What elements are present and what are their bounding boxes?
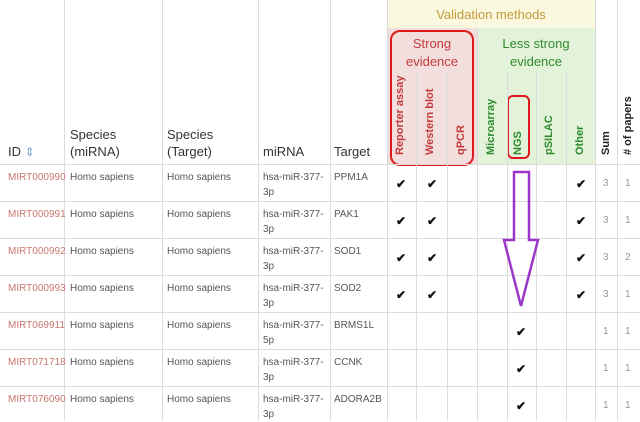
row-mirna: hsa-miR-377-5p: [263, 320, 324, 346]
row-species-target: Homo sapiens: [167, 246, 231, 257]
row-mirna: hsa-miR-377-3p: [263, 357, 324, 383]
row-species-mirna: Homo sapiens: [70, 357, 134, 368]
row-species-target: Homo sapiens: [167, 283, 231, 294]
row-id-link[interactable]: MIRT000992: [8, 246, 66, 257]
row-id-link[interactable]: MIRT000993: [8, 283, 66, 294]
row-papers: 1: [625, 289, 631, 300]
row-species-mirna: Homo sapiens: [70, 320, 134, 331]
row-sum: 1: [603, 400, 609, 411]
check-icon: ✔: [396, 214, 407, 228]
row-species-target: Homo sapiens: [167, 357, 231, 368]
validation-methods-title: Validation methods: [436, 7, 546, 22]
ngs-highlight: [507, 95, 530, 159]
row-target: SOD1: [334, 246, 362, 257]
sort-icon[interactable]: ⇕: [24, 145, 35, 159]
row-species-mirna: Homo sapiens: [70, 172, 134, 183]
row-id-link[interactable]: MIRT069911: [8, 320, 65, 331]
check-icon: ✔: [516, 362, 527, 376]
row-target: SOD2: [334, 283, 362, 294]
check-icon: ✔: [576, 177, 587, 191]
row-sum: 3: [603, 178, 609, 189]
row-species-target: Homo sapiens: [167, 394, 231, 405]
column-target: Target: [334, 144, 371, 159]
row-species-mirna: Homo sapiens: [70, 246, 134, 257]
row-sum: 1: [603, 363, 609, 374]
strong-evidence-title: Strong evidence: [405, 36, 459, 69]
row-papers: 1: [625, 326, 631, 337]
row-target: CCNK: [334, 357, 363, 368]
row-id-link[interactable]: MIRT076090: [8, 394, 66, 405]
row-species-mirna: Homo sapiens: [70, 209, 134, 220]
row-papers: 1: [625, 215, 631, 226]
check-icon: ✔: [516, 399, 527, 413]
check-icon: ✔: [427, 177, 438, 191]
check-icon: ✔: [427, 251, 438, 265]
strong-evidence-highlight: [390, 30, 474, 166]
row-papers: 1: [625, 363, 631, 374]
row-id-link[interactable]: MIRT000990: [8, 172, 66, 183]
column-id[interactable]: ID ⇕: [8, 143, 35, 161]
row-target: BRMS1L: [334, 320, 375, 331]
check-icon: ✔: [427, 214, 438, 228]
row-sum: 3: [603, 215, 609, 226]
row-target: PPM1A: [334, 172, 368, 183]
row-mirna: hsa-miR-377-3p: [263, 172, 324, 198]
check-icon: ✔: [516, 325, 527, 339]
less-strong-evidence-title: Less strong evidence: [502, 36, 570, 69]
row-sum: 1: [603, 326, 609, 337]
row-species-mirna: Homo sapiens: [70, 283, 134, 294]
validation-methods-header: [387, 0, 595, 28]
row-mirna: hsa-miR-377-3p: [263, 209, 324, 235]
row-papers: 2: [625, 252, 631, 263]
check-icon: ✔: [396, 288, 407, 302]
row-species-target: Homo sapiens: [167, 209, 231, 220]
column-mirna: miRNA: [263, 144, 305, 159]
row-id-link[interactable]: MIRT071718: [8, 357, 66, 368]
row-target: ADORA2B: [334, 394, 382, 405]
row-mirna: hsa-miR-377-3p: [263, 394, 324, 420]
row-species-target: Homo sapiens: [167, 172, 231, 183]
row-mirna: hsa-miR-377-3p: [263, 283, 324, 309]
check-icon: ✔: [576, 288, 587, 302]
check-icon: ✔: [427, 288, 438, 302]
check-icon: ✔: [396, 251, 407, 265]
down-arrow-shape: [502, 170, 540, 307]
check-icon: ✔: [576, 214, 587, 228]
column-species-mirna: Species (miRNA): [70, 127, 120, 159]
check-icon: ✔: [396, 177, 407, 191]
row-species-target: Homo sapiens: [167, 320, 231, 331]
row-papers: 1: [625, 178, 631, 189]
row-target: PAK1: [334, 209, 359, 220]
row-mirna: hsa-miR-377-3p: [263, 246, 324, 272]
check-icon: ✔: [576, 251, 587, 265]
column-species-target: Species (Target): [167, 127, 214, 159]
row-sum: 3: [603, 289, 609, 300]
row-sum: 3: [603, 252, 609, 263]
column-id-label: ID: [8, 144, 21, 159]
row-id-link[interactable]: MIRT000991: [8, 209, 66, 220]
row-papers: 1: [625, 400, 631, 411]
strong-evidence-bg: [387, 28, 477, 164]
row-species-mirna: Homo sapiens: [70, 394, 134, 405]
